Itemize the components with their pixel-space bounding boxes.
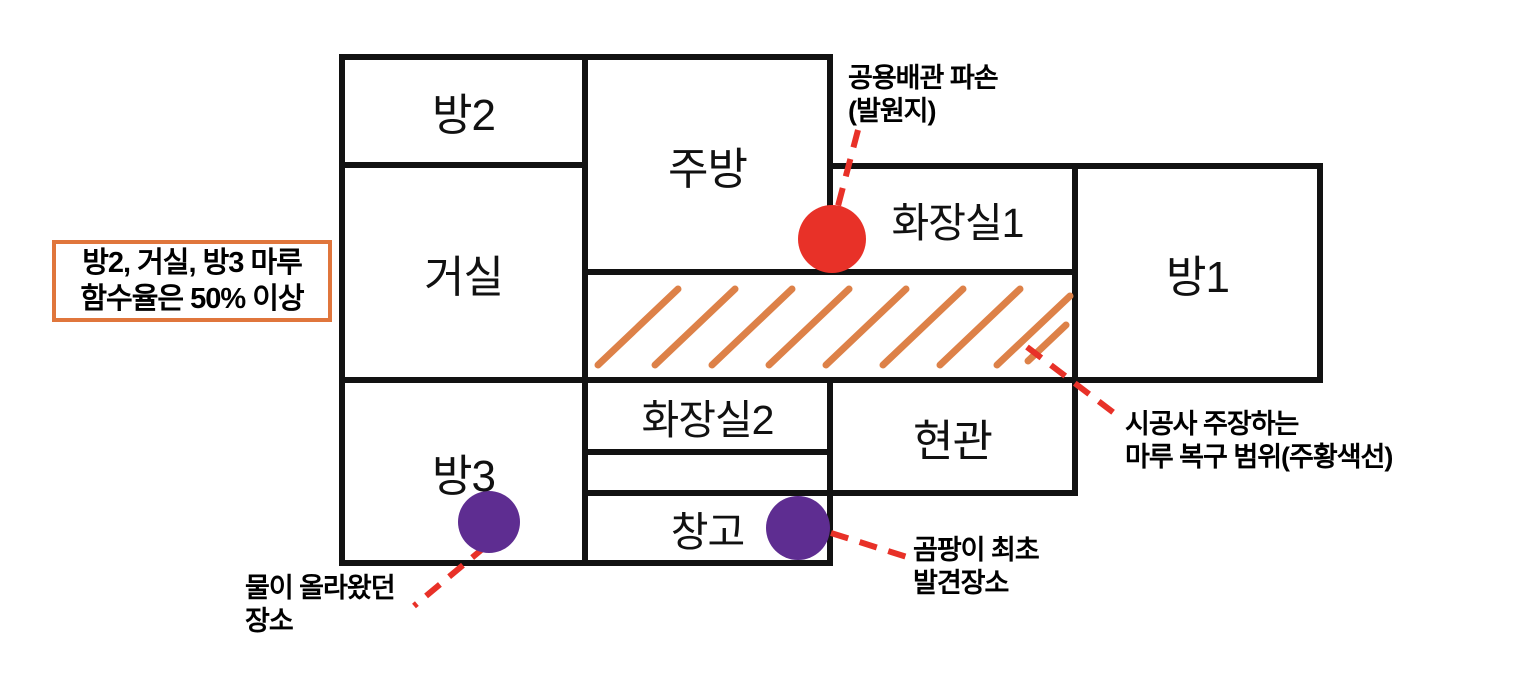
pipe-damage-line2: (발원지) <box>848 96 937 126</box>
water-rise-line2: 장소 <box>245 606 294 636</box>
moisture-note-box: 방2, 거실, 방3 마루 함수율은 50% 이상 <box>52 240 332 322</box>
walls <box>339 54 1323 566</box>
repair-range-leader-line <box>1025 344 1124 422</box>
pipe-damage-leader-line <box>835 129 861 207</box>
repair-range-hatch <box>594 285 1074 369</box>
mold-found-marker <box>766 496 830 560</box>
water-rise-annotation: 물이 올라왔던 장소 <box>245 572 396 638</box>
room-room3-outline <box>339 377 588 566</box>
pipe-damage-annotation: 공용배관 파손 (발원지) <box>848 62 999 128</box>
room-kitchen-outline <box>582 54 833 275</box>
leader-lines <box>412 129 1124 609</box>
repair-range-line1: 시공사 주장하는 <box>1125 409 1299 439</box>
room-entrance-outline <box>827 377 1078 496</box>
room-utility-outline <box>582 449 833 496</box>
pipe-damage-marker <box>798 205 866 273</box>
pipe-damage-line1: 공용배관 파손 <box>848 63 999 93</box>
moisture-note-line1: 방2, 거실, 방3 마루 <box>82 247 303 279</box>
mold-found-leader-line <box>830 530 908 560</box>
room-room1-outline <box>1072 163 1323 383</box>
water-rise-line1: 물이 올라왔던 <box>245 573 396 603</box>
room-bath2-outline <box>582 377 833 455</box>
room-bath1-outline <box>827 163 1078 275</box>
mold-found-line2: 발견장소 <box>913 568 1009 598</box>
water-rise-leader-line <box>412 543 488 609</box>
room-living-outline <box>339 162 588 383</box>
room-room2-outline <box>339 54 588 168</box>
water-rise-marker <box>458 491 520 553</box>
mold-found-annotation: 곰팡이 최초 발견장소 <box>913 534 1040 600</box>
moisture-note-line2: 함수율은 50% 이상 <box>80 283 304 315</box>
mold-found-line1: 곰팡이 최초 <box>913 535 1040 565</box>
repair-range-annotation: 시공사 주장하는 마루 복구 범위(주황색선) <box>1125 408 1393 474</box>
repair-range-line2: 마루 복구 범위(주황색선) <box>1125 442 1393 472</box>
